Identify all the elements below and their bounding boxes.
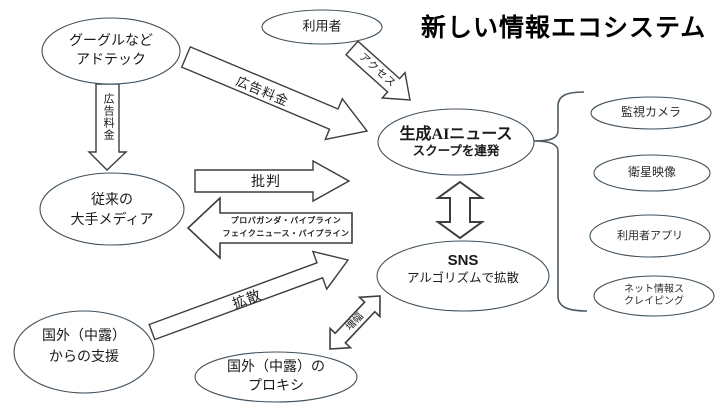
google-adtech-label: グーグルなど アドテック <box>69 31 153 69</box>
genai-news-label-line1: 生成AIニュース <box>399 126 513 143</box>
legacy-media-label: 従来の 大手メディア <box>70 189 153 229</box>
foreign-support-label: 国外（中露） からの支援 <box>42 325 126 367</box>
web-scraping-label: ネット情報ス クレイピング <box>624 284 684 308</box>
diagram-title: 新しい情報エコシステム <box>421 15 707 42</box>
ad-fees-vertical-arrow-label: 広告料金 <box>102 93 115 141</box>
propaganda-pipeline-arrow <box>186 196 353 260</box>
sns-label: SNS アルゴリズムで拡散 <box>407 252 519 286</box>
amplification-double-arrow <box>329 295 381 350</box>
users-label: 利用者 <box>302 18 342 34</box>
sns-label-line2: アルゴリズムで拡散 <box>406 271 520 285</box>
google-adtech-label-line1: グーグルなど <box>69 32 153 48</box>
sns-label-line1: SNS <box>447 252 479 269</box>
google-adtech-label-line2: アドテック <box>76 51 146 67</box>
foreign-support-label-line2: からの支援 <box>49 348 119 364</box>
propaganda-pipeline-label-line2: フェイクニュース・パイプライン <box>222 229 350 238</box>
foreign-support-ellipse <box>13 310 155 394</box>
legacy-media-label-line1: 従来の <box>91 191 133 207</box>
users-ellipse <box>261 9 383 45</box>
foreign-proxy-label: 国外（中露）の プロキシ <box>227 357 325 395</box>
criticism-arrow-label: 批判 <box>251 172 281 189</box>
surveillance-camera-ellipse <box>590 96 712 130</box>
web-scraping-label-line2: クレイピング <box>624 296 684 307</box>
criticism-arrow <box>194 159 351 203</box>
spread-arrow <box>148 250 350 341</box>
ad-fees-vertical-arrow <box>87 83 128 171</box>
user-apps-ellipse <box>589 214 711 258</box>
foreign-proxy-label-line1: 国外（中露）の <box>227 358 325 374</box>
foreign-proxy-ellipse <box>194 351 358 403</box>
user-apps-label: 利用者アプリ <box>617 229 683 242</box>
google-adtech-ellipse <box>41 17 181 85</box>
legacy-media-ellipse <box>39 172 185 246</box>
foreign-support-label-line1: 国外（中露） <box>42 327 126 343</box>
sns-ellipse <box>376 240 550 312</box>
genai-news-ellipse <box>377 108 535 176</box>
satellite-imagery-label: 衛星映像 <box>627 165 677 180</box>
web-scraping-ellipse <box>593 275 715 317</box>
genai-news-label-line2: スクープを連発 <box>412 144 500 158</box>
foreign-proxy-label-line2: プロキシ <box>248 377 304 393</box>
web-scraping-label-line1: ネット情報ス <box>624 284 684 295</box>
legacy-media-label-line2: 大手メディア <box>70 211 154 227</box>
ad-fees-diagonal-arrow <box>180 45 369 141</box>
genai-news-label: 生成AIニュース スクープを連発 <box>400 125 513 159</box>
satellite-imagery-ellipse <box>593 154 711 192</box>
propaganda-pipeline-label: プロパガンダ・パイプライン フェイクニュース・パイプライン <box>223 214 350 240</box>
propaganda-pipeline-label-line1: プロパガンダ・パイプライン <box>230 216 342 225</box>
genai-sns-double-arrow <box>434 180 486 240</box>
surveillance-camera-label: 監視カメラ <box>620 105 682 120</box>
access-arrow <box>345 40 411 101</box>
